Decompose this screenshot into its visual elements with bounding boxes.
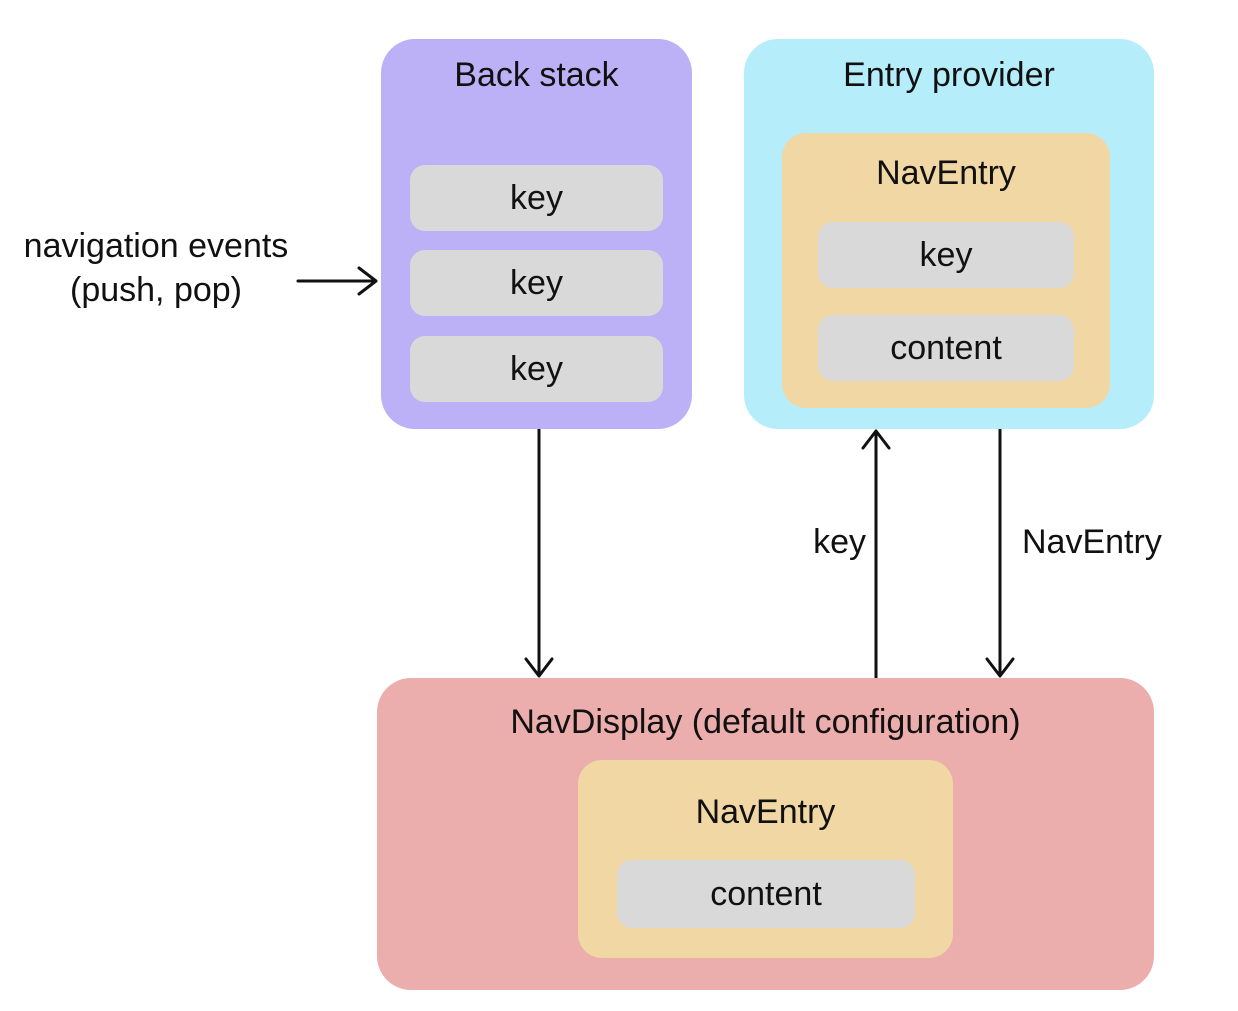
- back-stack-title: Back stack: [454, 56, 619, 94]
- arrow-back-stack-to-nav-display: [524, 427, 554, 678]
- back-stack-key-pill: key: [410, 250, 663, 316]
- navigation-events-label-line1: navigation events: [23, 227, 289, 265]
- back-stack-key-pill: key: [410, 336, 663, 402]
- back-stack-key-pill: key: [410, 165, 663, 231]
- arrow-nav-display-to-entry-provider-key: [861, 429, 891, 680]
- nav-display-title: NavDisplay (default configuration): [510, 703, 1021, 741]
- entry-provider-title: Entry provider: [843, 56, 1055, 94]
- key-arrow-label: key: [813, 523, 866, 561]
- nav-entry-key-pill: key: [818, 222, 1074, 288]
- entry-provider-box: Entry provider NavEntry key content: [744, 39, 1154, 429]
- nav-entry-title: NavEntry: [876, 154, 1016, 192]
- nav-display-box: NavDisplay (default configuration) NavEn…: [377, 678, 1154, 990]
- navigation-events-label: navigation events (push, pop): [0, 224, 312, 312]
- arrow-entry-provider-to-nav-display-naventry: [985, 427, 1015, 678]
- nav-display-nav-entry-box: NavEntry content: [578, 760, 953, 958]
- nav-entry-title: NavEntry: [695, 793, 836, 831]
- nav-entry-content-pill: content: [818, 315, 1074, 381]
- naventry-arrow-label: NavEntry: [1022, 523, 1162, 561]
- back-stack-box: Back stack key key key: [381, 39, 692, 429]
- nav-entry-content-pill: content: [617, 860, 915, 928]
- navigation-events-label-line2: (push, pop): [70, 271, 242, 309]
- entry-provider-nav-entry-box: NavEntry key content: [782, 133, 1110, 408]
